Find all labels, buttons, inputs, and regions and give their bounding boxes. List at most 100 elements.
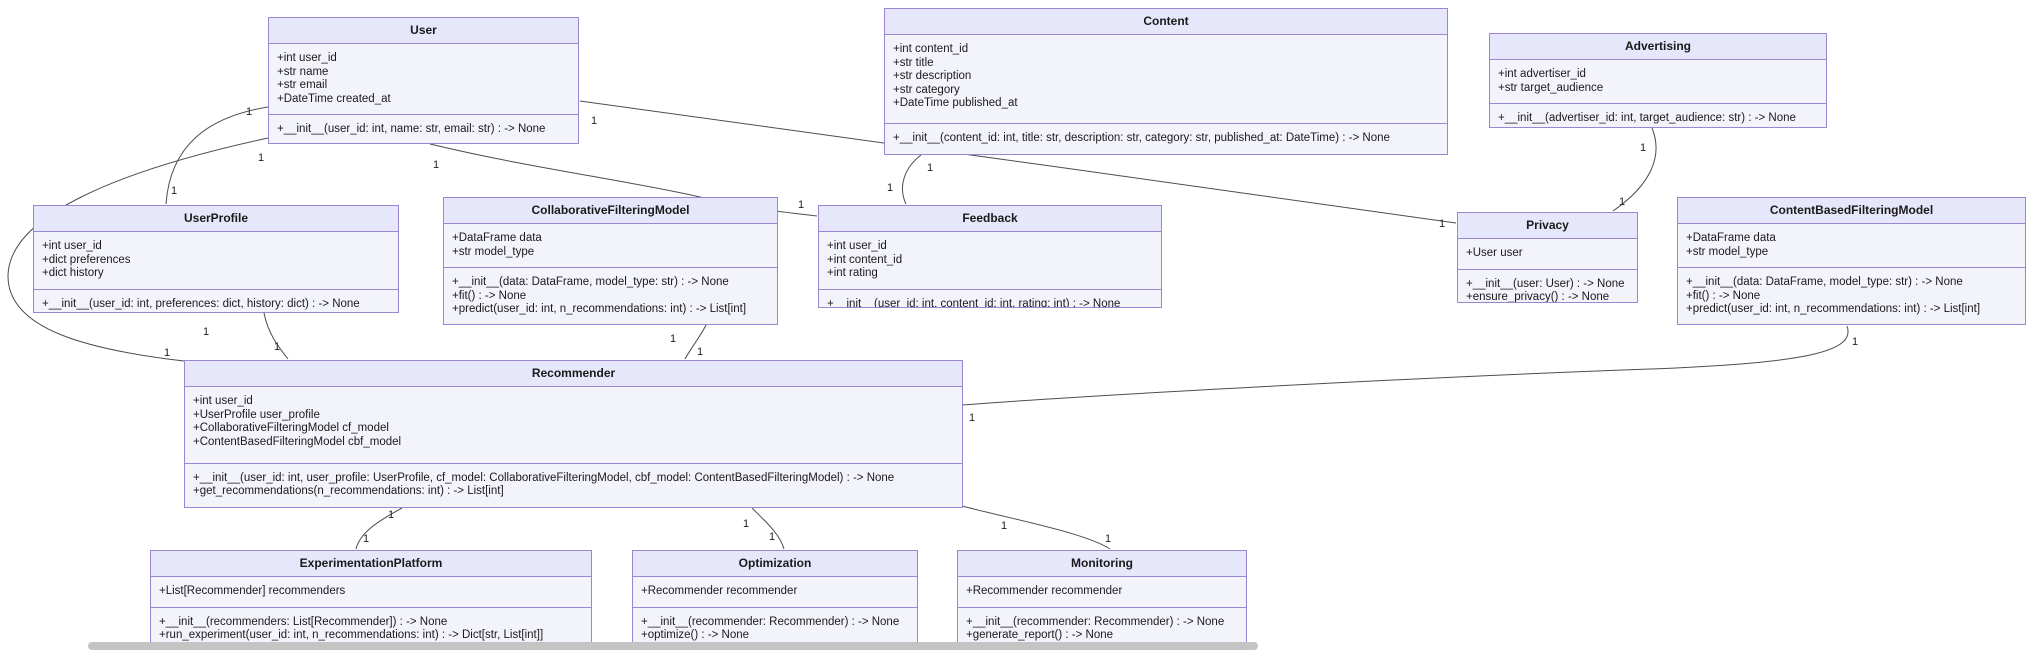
class-attribute: +int user_id <box>827 240 887 252</box>
class-title-feedback: Feedback <box>819 206 1161 232</box>
class-method: +fit() : -> None <box>1686 289 1761 302</box>
class-box-advertising: Advertising+int advertiser_id+str target… <box>1489 33 1827 128</box>
class-method: +__init__(advertiser_id: int, target_aud… <box>1498 112 1796 125</box>
edge-user-recommender <box>7 137 269 362</box>
class-box-userprofile: UserProfile +int user_id+dict preferences… <box>33 205 399 313</box>
edge-user-userprofile <box>165 106 269 205</box>
class-attribute: +int user_id <box>193 395 253 407</box>
class-attribute: +str name <box>277 65 329 78</box>
class-title-monitoring: Monitoring <box>958 551 1246 577</box>
class-attribute: +int content_id <box>893 43 969 55</box>
class-method: +__init__(recommenders: List[Recommender… <box>159 615 448 628</box>
class-attribute: +int advertiser_id <box>1498 68 1586 80</box>
class-methods-recommender: +__init__(user_id: int, user_profile: Us… <box>185 464 962 507</box>
class-method: +__init__(recommender: Recommender) : ->… <box>966 615 1225 628</box>
multiplicity-label: 1 <box>1619 196 1625 208</box>
class-methods-experimentation: +__init__(recommenders: List[Recommender… <box>151 608 591 644</box>
class-title-optimization: Optimization <box>633 551 917 577</box>
multiplicity-label: 1 <box>258 152 264 164</box>
class-attribute: +Recommender recommender <box>641 585 798 597</box>
class-methods-cbfm: +__init__(data: DataFrame, model_type: s… <box>1678 268 2025 324</box>
class-methods-content: +__init__(content_id: int, title: str, d… <box>885 124 1447 154</box>
edge-cbfm-recommender <box>961 325 1849 406</box>
class-attribute: +int rating <box>827 267 878 280</box>
multiplicity-label: 1 <box>171 185 177 197</box>
multiplicity-label: 1 <box>1001 520 1007 532</box>
class-methods-user: +__init__(user_id: int, name: str, email… <box>269 115 578 143</box>
class-box-cfm: CollaborativeFilteringModel+DataFrame da… <box>443 197 778 325</box>
class-attribute: +str email <box>277 79 328 92</box>
edge-cfm-recommender <box>684 324 707 360</box>
edge-recommender-monitoring <box>961 505 1111 550</box>
multiplicity-label: 1 <box>1640 142 1646 154</box>
edge-recommender-experimentation <box>355 507 403 550</box>
class-title-content: Content <box>885 9 1447 35</box>
class-title-privacy: Privacy <box>1458 213 1637 239</box>
class-attributes-content: +int content_id+str title+str descriptio… <box>885 35 1447 125</box>
class-method: +run_experiment(user_id: int, n_recommen… <box>159 629 544 642</box>
multiplicity-label: 1 <box>363 533 369 545</box>
multiplicity-label: 1 <box>969 412 975 424</box>
class-methods-monitoring: +__init__(recommender: Recommender) : ->… <box>958 608 1246 644</box>
multiplicity-label: 1 <box>769 531 775 543</box>
class-attribute: +CollaborativeFilteringModel cf_model <box>193 422 389 435</box>
class-attributes-advertising: +int advertiser_id+str target_audience <box>1490 60 1826 105</box>
multiplicity-label: 1 <box>203 326 209 338</box>
class-attribute: +Recommender recommender <box>966 585 1123 597</box>
class-attribute: +str description <box>893 70 972 83</box>
class-method: +__init__(recommender: Recommender) : ->… <box>641 615 900 628</box>
class-attribute: +DateTime published_at <box>893 97 1018 110</box>
class-methods-feedback: +__init__(user_id: int, content_id: int,… <box>819 290 1161 307</box>
class-box-content: Content+int content_id+str title+str des… <box>884 8 1448 155</box>
class-method: +__init__(user: User) : -> None <box>1466 277 1625 290</box>
class-attributes-experimentation: +List[Recommender] recommenders <box>151 577 591 608</box>
horizontal-scrollbar-thumb[interactable] <box>88 642 1258 650</box>
class-title-cfm: CollaborativeFilteringModel <box>444 198 777 224</box>
multiplicity-label: 1 <box>591 115 597 127</box>
multiplicity-label: 1 <box>927 162 933 174</box>
class-box-feedback: Feedback+int user_id+int content_id+int … <box>818 205 1162 308</box>
class-attributes-recommender: +int user_id+UserProfile user_profile+Co… <box>185 387 962 464</box>
class-attribute: +str category <box>893 83 960 96</box>
class-title-cbfm: ContentBasedFilteringModel <box>1678 198 2025 224</box>
class-attributes-feedback: +int user_id+int content_id+int rating <box>819 232 1161 290</box>
edge-content-feedback <box>902 154 922 205</box>
class-box-experimentation: ExperimentationPlatform +List[Recommender… <box>150 550 592 645</box>
multiplicity-label: 1 <box>164 347 170 359</box>
class-methods-optimization: +__init__(recommender: Recommender) : ->… <box>633 608 917 644</box>
edge-advertising-privacy <box>1612 127 1657 212</box>
class-method: +__init__(data: DataFrame, model_type: s… <box>452 276 729 289</box>
class-method: +get_recommendations(n_recommendations: … <box>193 485 504 498</box>
class-attribute: +List[Recommender] recommenders <box>159 585 346 597</box>
class-title-experimentation: ExperimentationPlatform <box>151 551 591 577</box>
class-attribute: +DateTime created_at <box>277 92 391 105</box>
class-attribute: +int content_id <box>827 253 903 266</box>
class-method: +optimize() : -> None <box>641 629 750 642</box>
class-attribute: +int user_id <box>277 52 337 64</box>
class-attribute: +DataFrame data <box>1686 232 1776 244</box>
class-attributes-optimization: +Recommender recommender <box>633 577 917 608</box>
class-attribute: +str model_type <box>1686 245 1769 258</box>
class-methods-privacy: +__init__(user: User) : -> None+ensure_p… <box>1458 270 1637 303</box>
class-method: +ensure_privacy() : -> None <box>1466 291 1610 303</box>
class-title-recommender: Recommender <box>185 361 962 387</box>
class-attribute: +int user_id <box>42 240 102 252</box>
edge-recommender-optimization <box>751 507 785 550</box>
class-title-user: User <box>269 18 578 44</box>
multiplicity-label: 1 <box>1852 336 1858 348</box>
class-attribute: +User user <box>1466 247 1523 259</box>
class-attribute: +str model_type <box>452 245 535 258</box>
class-attribute: +UserProfile user_profile <box>193 408 320 421</box>
class-method: +predict(user_id: int, n_recommendations… <box>452 303 747 316</box>
class-attribute: +dict preferences <box>42 253 131 266</box>
class-attributes-monitoring: +Recommender recommender <box>958 577 1246 608</box>
class-methods-advertising: +__init__(advertiser_id: int, target_aud… <box>1490 104 1826 127</box>
class-attributes-cfm: +DataFrame data+str model_type <box>444 224 777 269</box>
edge-userprofile-recommender <box>263 312 289 360</box>
multiplicity-label: 1 <box>887 182 893 194</box>
class-box-user: User +int user_id+str name+str email+Date… <box>268 17 579 144</box>
class-method: +__init__(data: DataFrame, model_type: s… <box>1686 276 1963 289</box>
class-method: +__init__(content_id: int, title: str, d… <box>893 132 1390 145</box>
class-title-userprofile: UserProfile <box>34 206 398 232</box>
